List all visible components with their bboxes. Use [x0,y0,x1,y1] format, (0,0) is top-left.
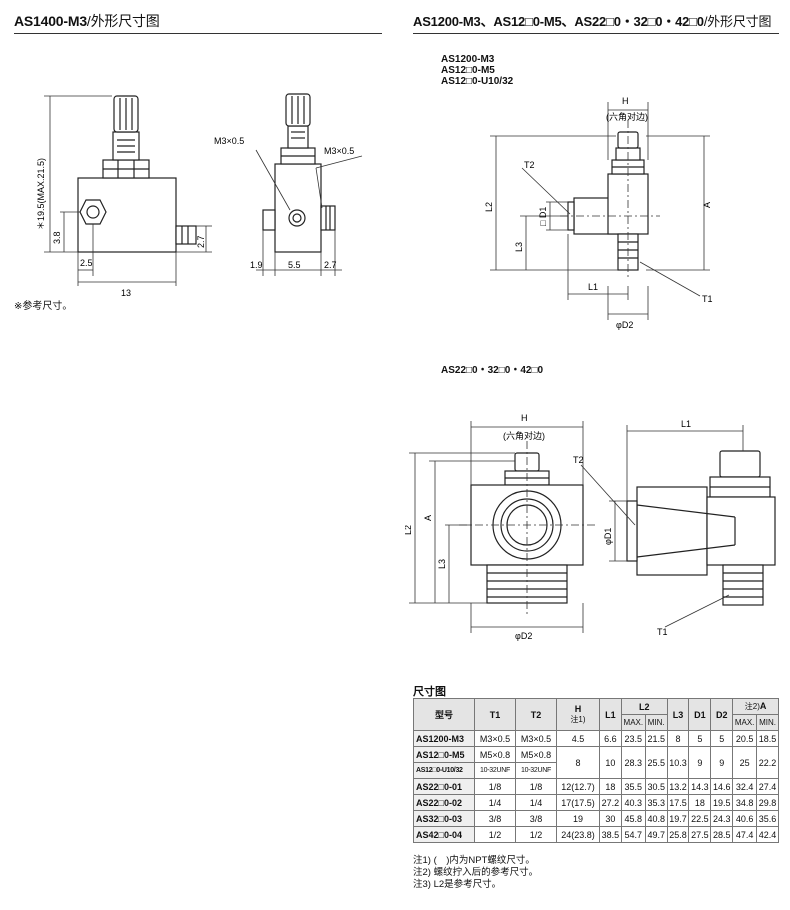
d1-hex: (六角对边) [606,111,648,122]
sub1-line-2: AS12□0-M5 [441,65,495,76]
th-A-min: MIN. [756,714,779,731]
th-D2: D2 [710,698,734,731]
d2-L2: L2 [405,525,413,535]
d1-L3: L3 [514,242,524,252]
d1-H: H [622,96,629,106]
sub1-labels: AS1200-M3 AS12□0-M5 AS12□0-U10/32 [441,54,513,87]
label-m3-left: M3×0.5 [214,136,244,146]
th-A-max: MAX. [732,714,758,731]
th-T2: T2 [515,698,557,731]
table-title: 尺寸图 [413,686,446,698]
left-section-title: AS1400-M3/外形尺寸图 [14,13,160,29]
d2-D1: φD1 [603,528,613,545]
right-section-title: AS1200-M3、AS12□0-M5、AS22□0・32□0・42□0/外形尺… [413,14,772,29]
d2-D2: φD2 [515,631,532,641]
sub1-line-3: AS12□0-U10/32 [441,76,514,87]
d2-T1: T1 [657,627,668,637]
dim-2-7-front: 2.7 [196,235,206,248]
as1200-drawing: H (六角对边) T2 □ D1 L2 L3 A L1 T1 φD2 [484,96,713,330]
sub2-label: AS22□0・32□0・42□0 [441,365,544,376]
note-1: 注1) ( )内为NPT螺纹尺寸。 [413,855,535,866]
sub1-line-1: AS1200-M3 [441,54,495,65]
d1-D1: □ D1 [538,207,548,226]
th-L2-max: MAX. [620,714,646,731]
dim-1-9: 1.9 [250,260,263,270]
d2-L1: L1 [681,419,691,429]
d2-A: A [423,515,433,521]
table-row: AS1200-M3 M3×0.5 M3×0.5 4.5 6.6 23.5 21.… [413,730,779,747]
table-row: AS22□0-01 1/8 1/8 12(12.7) 18 35.5 30.5 … [413,778,779,795]
th-T1: T1 [474,698,516,731]
left-title-rule [14,33,382,34]
th-L2: L2 [620,698,668,715]
th-D1: D1 [688,698,712,731]
d2-hex: (六角对边) [503,430,545,441]
dim-13: 13 [121,288,131,298]
d1-L2: L2 [484,202,494,212]
th-L2-min: MIN. [644,714,668,731]
d1-D2: φD2 [616,320,633,330]
right-title-rule [413,33,779,34]
d1-T2: T2 [524,160,535,170]
table-row: AS22□0-02 1/4 1/4 17(17.5) 27.2 40.3 35.… [413,794,779,811]
label-m3-right: M3×0.5 [324,146,354,156]
dim-3-8: 3.8 [52,231,62,244]
table-notes: 注1) ( )内为NPT螺纹尺寸。 注2) 螺纹拧入后的参考尺寸。 注3) L2… [413,855,538,891]
d2-L3: L3 [437,559,447,569]
d1-L1: L1 [588,282,598,292]
th-A: 注2)A [732,698,779,715]
table-row: AS42□0-04 1/2 1/2 24(23.8) 38.5 54.7 49.… [413,826,779,843]
note-3: 注3) L2是参考尺寸。 [413,879,502,890]
dim-5-5: 5.5 [288,260,301,270]
table-row: AS32□0-03 3/8 3/8 19 30 45.8 40.8 19.7 2… [413,810,779,827]
dim-2-5: 2.5 [80,258,93,268]
left-footnote: ※参考尺寸。 [14,301,73,312]
table-row: AS12□0-M5 M5×0.8 M5×0.8 8 10 28.3 25.5 1… [413,746,779,779]
d1-A: A [702,202,712,208]
d2-T2: T2 [573,455,584,465]
d2-H: H [521,413,528,423]
note-2: 注2) 螺纹拧入后的参考尺寸。 [413,867,539,878]
d1-T1: T1 [702,294,713,304]
as1400-drawing: ＊19.5(MAX.21.5) 3.8 2.5 13 2.7 M3×0.5 M3… [36,93,363,298]
th-L3: L3 [666,698,690,731]
as2200-drawing: H (六角对边) L2 A L3 φD2 L1 T2 φD1 T1 [405,413,776,641]
th-model: 型号 [413,698,475,731]
th-L1: L1 [599,698,622,731]
dim-2-7-side: 2.7 [324,260,337,270]
dim-height: ＊19.5(MAX.21.5) [36,158,46,230]
